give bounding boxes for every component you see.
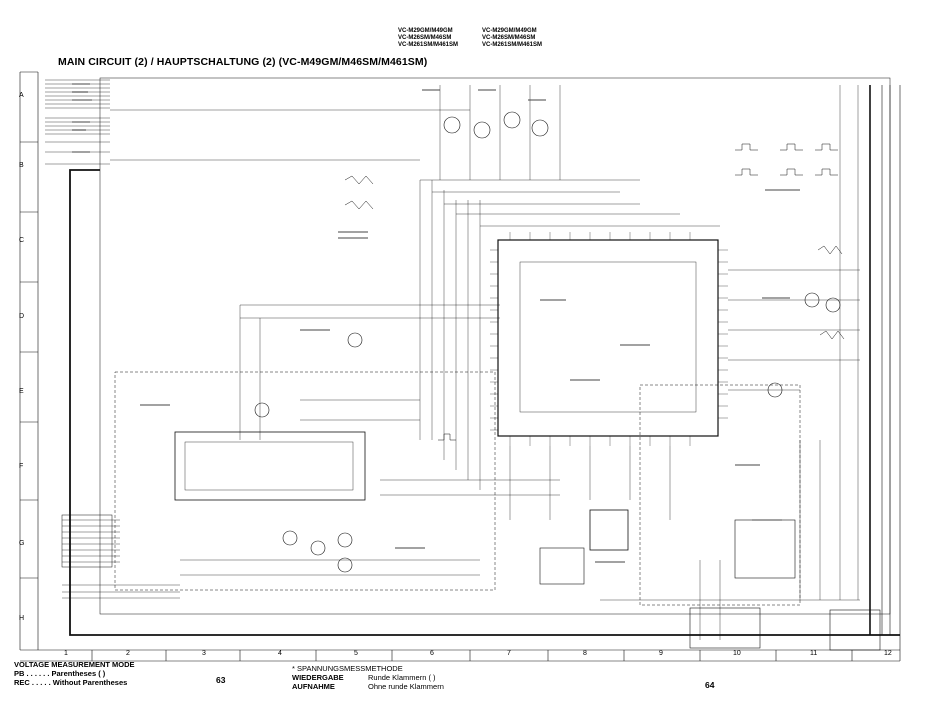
grid-row-label: G (19, 540, 25, 547)
wiedergabe-label: WIEDERGABE (292, 673, 344, 682)
pb-legend: PB . . . . . . Parentheses ( ) (14, 669, 106, 678)
grid-col-label: 11 (810, 650, 818, 657)
wiedergabe-value: Runde Klammern ( ) (368, 673, 436, 682)
grid-row-label: F (19, 463, 24, 470)
model-line: VC-M29GM/M49GM (398, 28, 453, 34)
grid-row-label: E (19, 388, 24, 395)
grid-col-label: 2 (126, 650, 130, 657)
board-edge-thick (69, 169, 900, 636)
grid-col-label: 5 (354, 650, 358, 657)
grid-col-label: 8 (583, 650, 587, 657)
spannung-label: * SPANNUNGSMESSMETHODE (292, 664, 403, 673)
voltage-mode-label: VOLTAGE MEASUREMENT MODE (14, 660, 135, 669)
model-line: VC-M26SM/M46SM (482, 35, 536, 41)
page-number-left: 63 (216, 675, 226, 685)
page-number-right: 64 (705, 680, 715, 690)
secondary-ic (174, 431, 366, 501)
main-ic (497, 239, 719, 437)
aufnahme-label: AUFNAHME (292, 682, 335, 691)
grid-col-label: 3 (202, 650, 206, 657)
grid-row-label: A (19, 92, 24, 99)
grid-col-label: 12 (884, 650, 892, 657)
grid-col-label: 1 (64, 650, 68, 657)
grid-col-label: 10 (733, 650, 741, 657)
grid-row-label: C (19, 237, 25, 244)
model-line: VC-M29GM/M49GM (482, 28, 537, 34)
model-line: VC-M261SM/M461SM (482, 42, 543, 48)
model-line: VC-M261SM/M461SM (398, 42, 459, 48)
aufnahme-value: Ohne runde Klammern (368, 682, 444, 691)
grid-col-label: 9 (659, 650, 663, 657)
diagram-title: MAIN CIRCUIT (2) / HAUPTSCHALTUNG (2) (V… (58, 56, 428, 68)
grid-row-label: D (19, 313, 25, 320)
grid-col-label: 7 (507, 650, 511, 657)
grid-row-label: H (19, 615, 25, 622)
model-list-right: VC-M29GM/M49GM VC-M26SM/M46SM VC-M261SM/… (482, 28, 542, 49)
grid-col-label: 4 (278, 650, 282, 657)
model-line: VC-M26SM/M46SM (398, 35, 452, 41)
grid-col-label: 6 (430, 650, 434, 657)
rec-legend: REC . . . . . Without Parentheses (14, 678, 128, 687)
grid-row-label: B (19, 162, 24, 169)
model-list-left: VC-M29GM/M49GM VC-M26SM/M46SM VC-M261SM/… (398, 28, 458, 49)
